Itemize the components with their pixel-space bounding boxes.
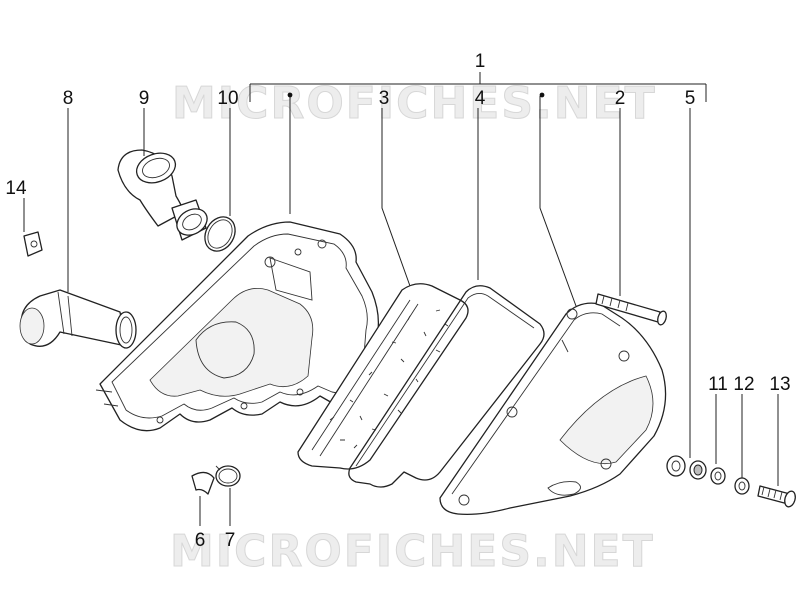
part-11-bushing (689, 460, 707, 480)
part-12-washer-2 (734, 477, 750, 495)
callout-7: 7 (225, 530, 236, 551)
watermark-bottom: MICROFICHES.NET (170, 526, 655, 577)
part-14-clip (23, 231, 43, 257)
airbox-housing (95, 221, 380, 432)
part-5-grommet (666, 455, 686, 477)
callout-12: 12 (733, 374, 754, 395)
callout-5: 5 (685, 88, 696, 109)
part-7-hose-clamp (215, 465, 241, 487)
callout-10: 10 (217, 88, 238, 109)
part-4-gasket (348, 285, 545, 488)
part-6-clip (191, 471, 215, 495)
callout-14: 14 (5, 178, 27, 199)
filter-cover (439, 302, 667, 516)
callout-9: 9 (139, 88, 150, 109)
watermark-top: MICROFICHES.NET (172, 78, 657, 129)
callout-2: 2 (615, 88, 626, 109)
callout-13: 13 (769, 374, 790, 395)
callout-11: 11 (708, 374, 728, 395)
part-9-elbow-intake (117, 149, 208, 241)
part-3-foam-filter (297, 283, 469, 470)
callout-6: 6 (195, 530, 206, 551)
part-10-o-ring (204, 216, 236, 252)
callout-3: 3 (379, 88, 390, 109)
callout-8: 8 (63, 88, 74, 109)
part-2-screw (595, 293, 667, 326)
leader-lines (23, 92, 779, 526)
group-bracket (249, 72, 707, 102)
callout-labels: 1 2 3 4 5 6 7 8 9 10 11 12 13 14 (5, 51, 790, 551)
part-8-intake-tube (19, 289, 137, 349)
callout-4: 4 (475, 88, 486, 109)
part-12-washer (710, 467, 726, 485)
callout-1: 1 (475, 51, 486, 72)
part-13-bolt (757, 485, 796, 508)
